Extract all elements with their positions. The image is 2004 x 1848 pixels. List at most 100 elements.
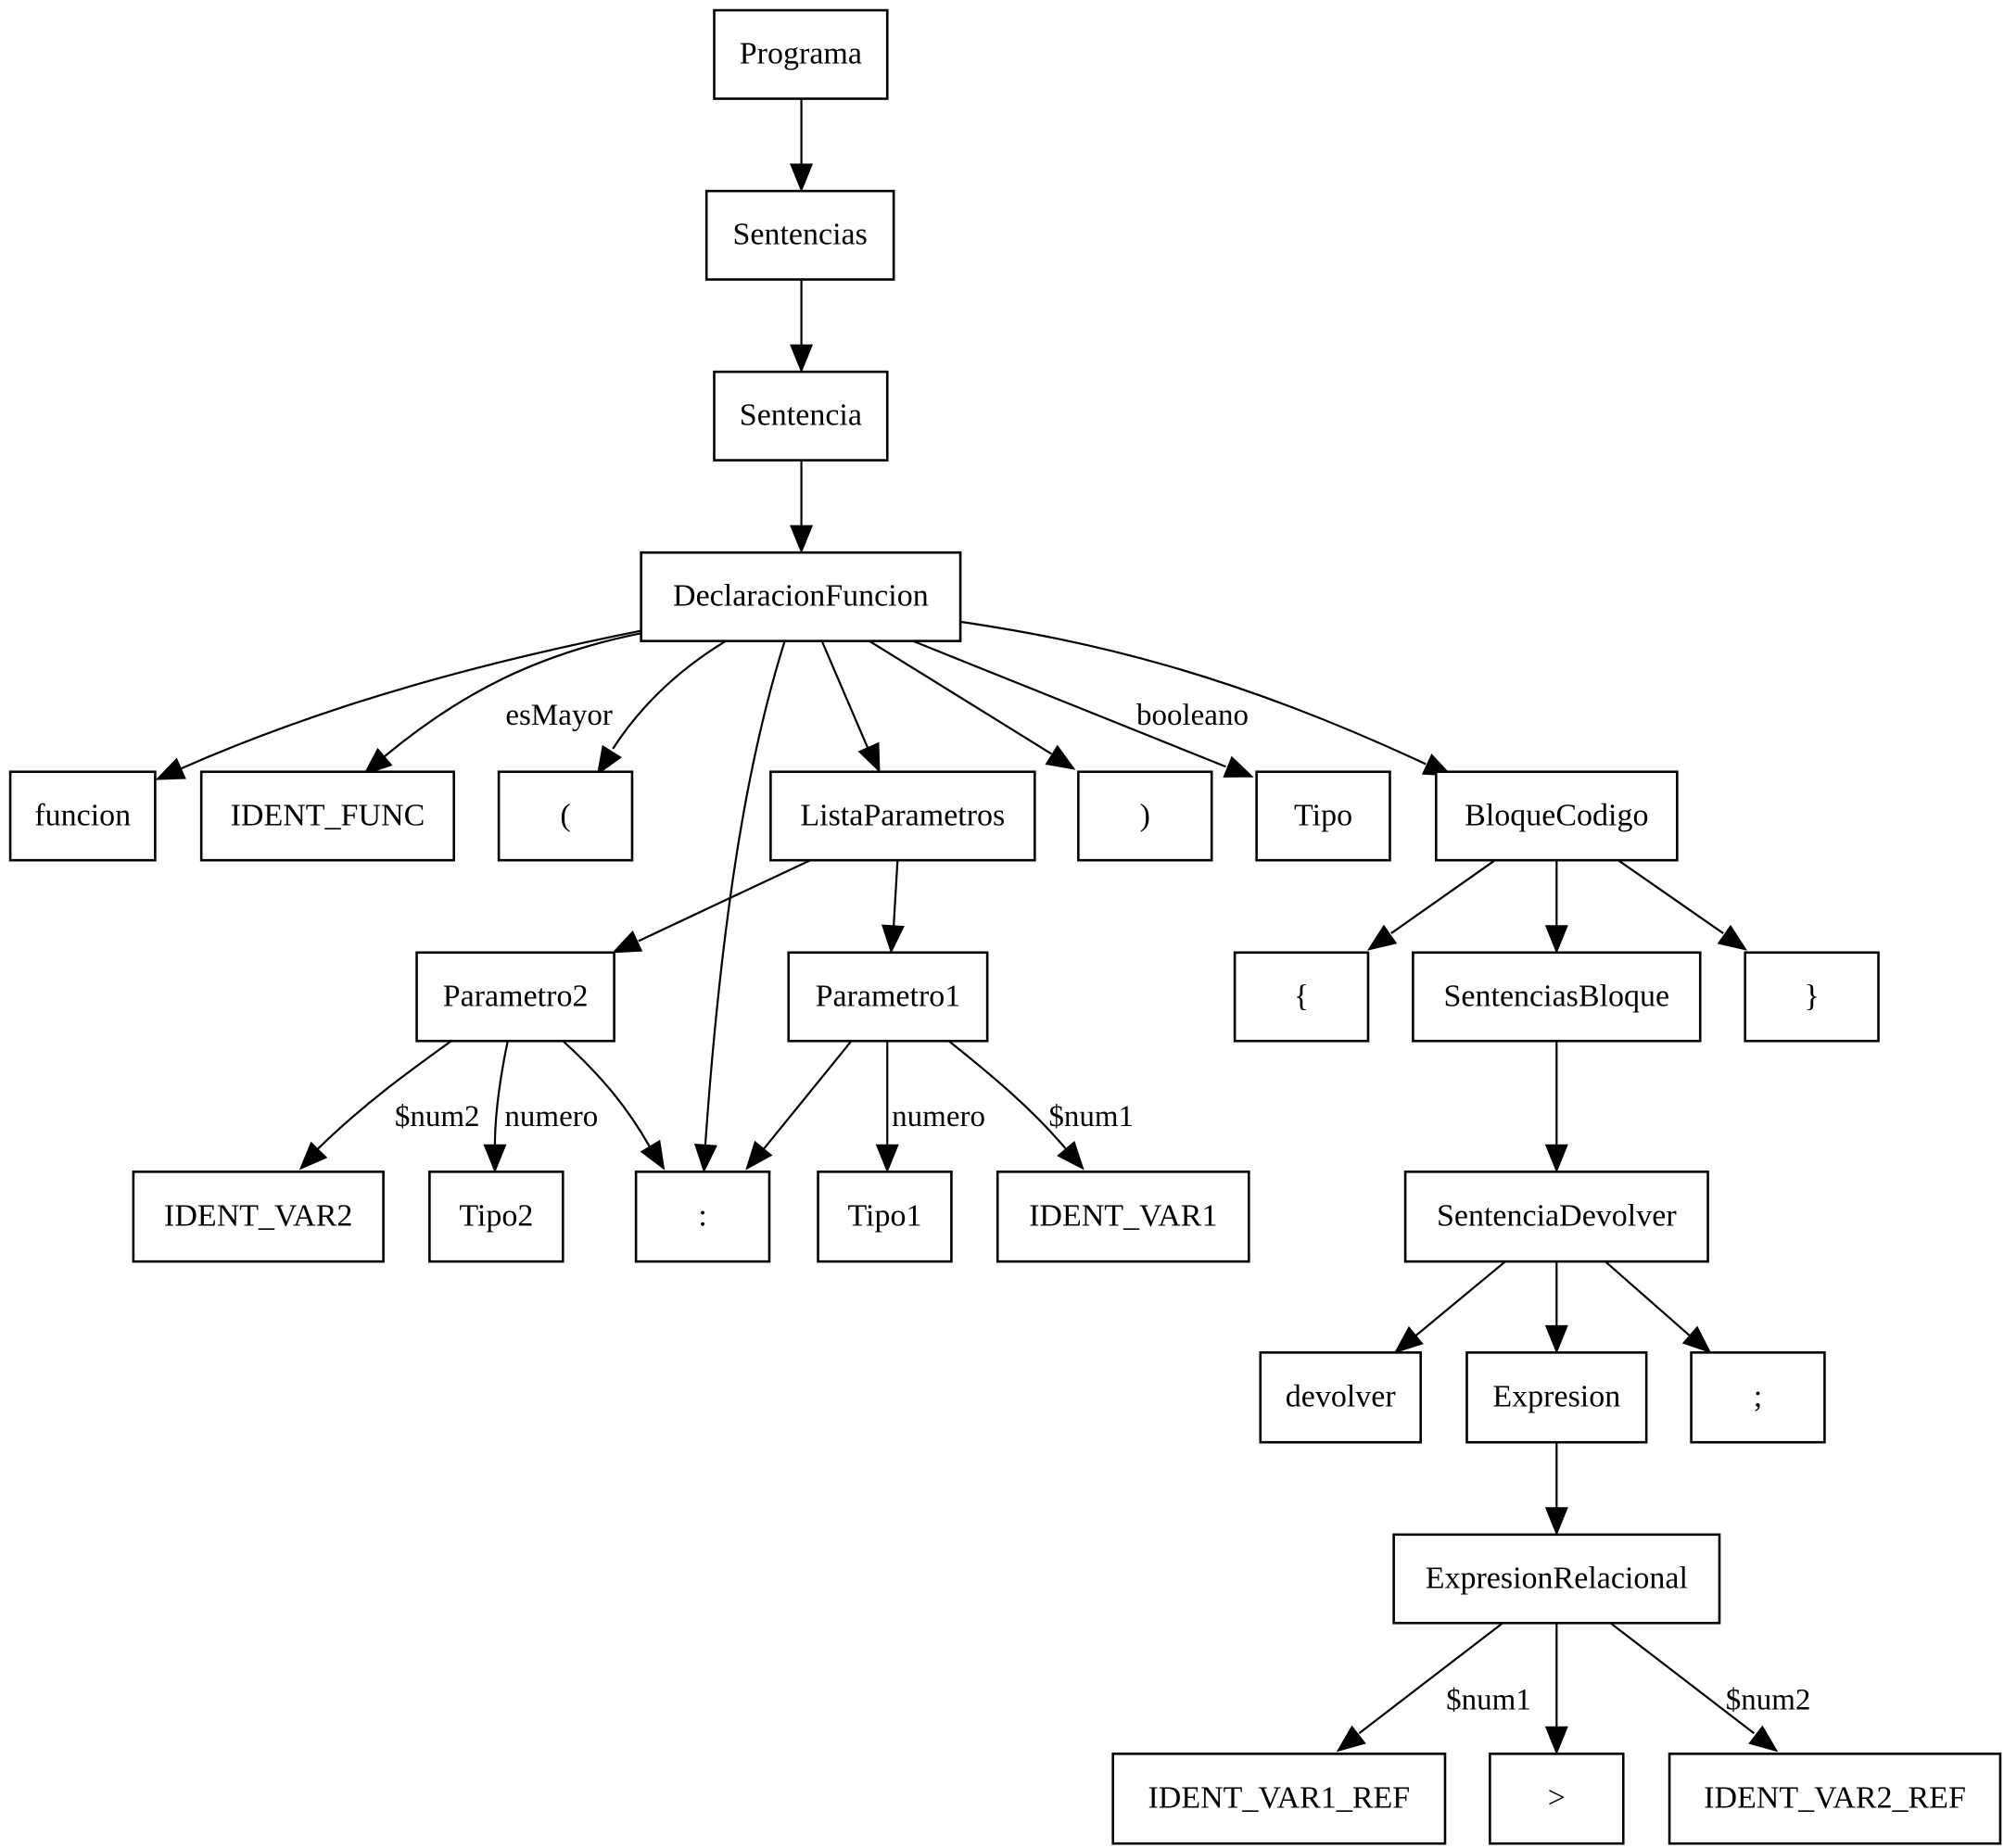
node-box (1690, 1351, 1826, 1444)
node-box (1111, 1753, 1447, 1845)
edge-parametro2-to-colon (562, 1040, 666, 1171)
edge-label: $num1 (1048, 1100, 1134, 1133)
node-parametro1: Parametro1 (787, 951, 989, 1043)
node-label: IDENT_VAR2_REF (1704, 1781, 1966, 1816)
edge-label: booleano (1136, 699, 1249, 732)
node-box (1392, 1533, 1721, 1625)
arrowhead (155, 757, 186, 780)
edge-line (493, 1041, 509, 1146)
edge-line (1617, 859, 1724, 934)
node-label: Tipo2 (459, 1199, 533, 1234)
node-box (769, 770, 1036, 862)
node-label: IDENT_VAR1 (1029, 1199, 1217, 1234)
arrowhead (1544, 925, 1568, 955)
node-label: Programa (740, 37, 862, 71)
edge-line (912, 639, 1226, 768)
node-sentencia: Sentencia (713, 370, 889, 462)
node-ident-var1: IDENT_VAR1 (996, 1171, 1250, 1263)
edge-line (612, 639, 727, 750)
arrowhead (640, 1139, 666, 1171)
node-box (428, 1171, 564, 1263)
arrowhead (1045, 744, 1076, 770)
edge-line (1604, 1260, 1691, 1337)
node-label: ; (1754, 1380, 1762, 1414)
node-label: { (1294, 979, 1309, 1013)
arrowhead (881, 924, 905, 955)
edge-bloque_codigo-to-brace_close (1617, 859, 1748, 951)
edge-label: esMayor (505, 699, 612, 732)
node-box (8, 770, 157, 862)
node-label: ListaParametros (800, 798, 1005, 832)
edge-declaracion_funcion-to-ident_func: esMayor (362, 632, 641, 776)
node-box (1403, 1171, 1709, 1263)
arrowhead (1717, 924, 1748, 951)
node-programa: Programa (713, 8, 889, 100)
edge-line (704, 640, 786, 1146)
node-colon: : (634, 1171, 771, 1263)
edge-label: numero (504, 1100, 598, 1133)
node-box (787, 951, 989, 1043)
edge-line (893, 860, 899, 926)
edge-declaracion_funcion-to-lista_parametros (820, 640, 881, 773)
node-parametro2: Parametro2 (415, 951, 615, 1043)
arrowhead (693, 1144, 717, 1173)
arrowhead (875, 1144, 899, 1173)
edge-sentencia-to-declaracion_funcion (790, 460, 814, 554)
node-box (634, 1171, 771, 1263)
node-box (1434, 770, 1679, 862)
arrowhead (1544, 1507, 1568, 1537)
node-tipo2: Tipo2 (428, 1171, 564, 1263)
arrowhead (1223, 755, 1254, 778)
edge-line (638, 859, 811, 943)
node-sentencias: Sentencias (704, 189, 895, 281)
edge-label: numero (892, 1100, 985, 1133)
node-label: Tipo (1294, 798, 1352, 832)
edge-parametro2-to-ident_var2: $num2 (298, 1040, 480, 1171)
node-box (132, 1171, 385, 1263)
edge-expresion_relacional-to-ident_var2_ref: $num2 (1609, 1622, 1810, 1753)
arrowhead (362, 747, 393, 776)
node-label: devolver (1286, 1380, 1397, 1414)
edge-line (384, 632, 641, 757)
node-box (817, 1171, 953, 1263)
node-ident-var1-ref: IDENT_VAR1_REF (1111, 1753, 1447, 1845)
node-box (1233, 951, 1370, 1043)
arrowhead (612, 930, 643, 954)
edge-lista_parametros-to-parametro1 (881, 860, 905, 955)
node-box (640, 551, 962, 642)
node-box (713, 370, 889, 462)
node-box (1489, 1753, 1625, 1845)
node-box (713, 8, 889, 100)
node-label: ) (1140, 798, 1150, 832)
node-box (996, 1171, 1250, 1263)
edge-line (1358, 1622, 1503, 1735)
edge-line (947, 1040, 1068, 1151)
arrowhead (596, 744, 622, 776)
arrowhead (298, 1141, 328, 1171)
node-box (415, 951, 615, 1043)
edge-sentencia_devolver-to-semicolon (1604, 1260, 1712, 1354)
node-box (1077, 770, 1213, 862)
edge-line (562, 1040, 652, 1148)
node-brace-open: { (1233, 951, 1370, 1043)
node-ident-var2: IDENT_VAR2 (132, 1171, 385, 1263)
node-label: DeclaracionFuncion (673, 579, 929, 614)
arrowhead (1681, 1325, 1712, 1354)
edge-declaracion_funcion-to-paren_close (869, 639, 1076, 770)
edge-line (820, 640, 869, 750)
node-box (1744, 951, 1880, 1043)
arrowhead (483, 1144, 507, 1173)
node-label: : (698, 1199, 706, 1234)
edge-bloque_codigo-to-sentencias_bloque (1544, 860, 1568, 955)
arrowhead (1394, 1325, 1424, 1354)
node-label: } (1804, 979, 1819, 1013)
arrowhead (1366, 924, 1398, 951)
node-ident-var2-ref: IDENT_VAR2_REF (1668, 1753, 2002, 1845)
arrowhead (1336, 1725, 1366, 1753)
node-box (1412, 951, 1702, 1043)
edge-declaracion_funcion-to-paren_open (596, 639, 727, 776)
edge-line (959, 620, 1427, 766)
node-sentencias-bloque: SentenciasBloque (1412, 951, 1702, 1043)
